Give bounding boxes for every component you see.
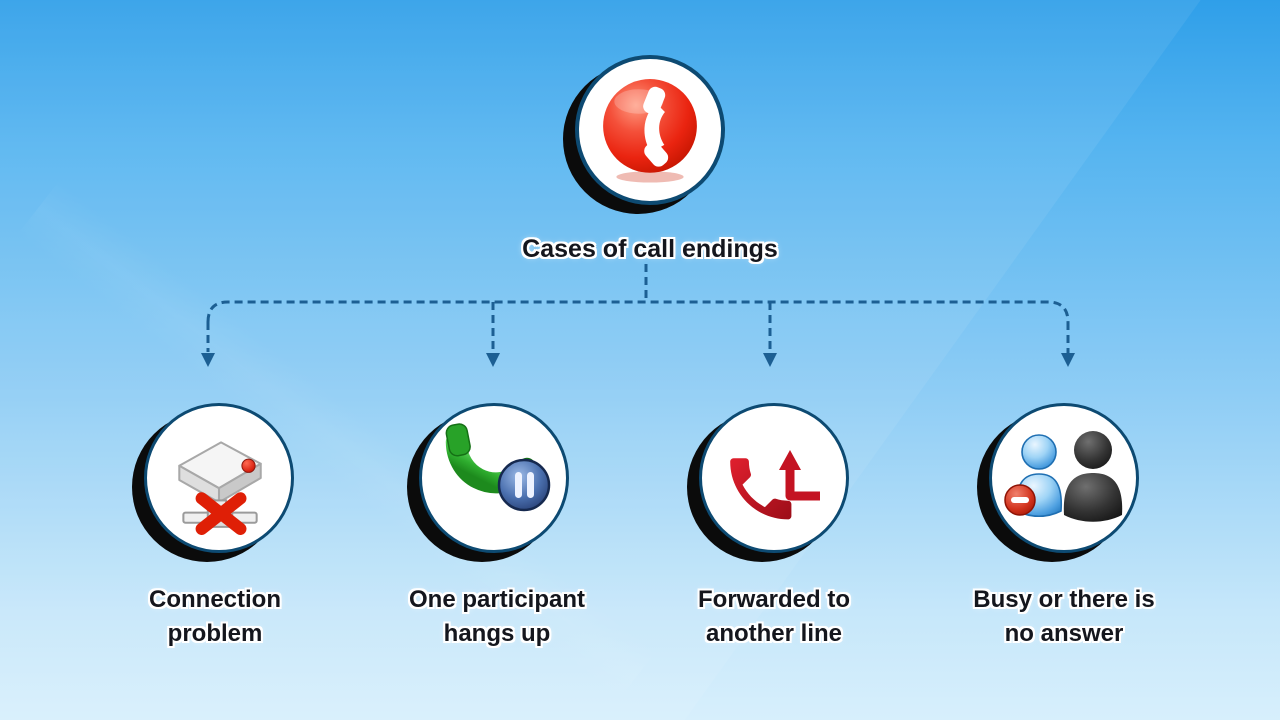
diagram-title: Cases of call endings xyxy=(522,235,778,263)
node-label-participant-hangs-up: One participant hangs up xyxy=(409,583,585,651)
label-line: another line xyxy=(705,620,843,647)
label-line: hangs up xyxy=(443,620,551,647)
arrowhead-icon xyxy=(763,353,777,367)
arrowhead-icon xyxy=(201,353,215,367)
busy-contacts-icon xyxy=(1004,431,1123,522)
node-busy-no-answer xyxy=(989,403,1139,553)
root-node-call-endings xyxy=(575,55,725,205)
label-line: Busy or there is xyxy=(973,586,1155,613)
node-participant-hangs-up xyxy=(419,403,569,553)
node-label-forwarded-another-line: Forwarded to another line xyxy=(698,583,850,651)
node-forwarded-another-line xyxy=(699,403,849,553)
network-drive-error-icon xyxy=(178,441,262,535)
red-phone-forward-icon xyxy=(730,450,820,520)
label-line: One participant xyxy=(408,586,586,613)
green-phone-pause-icon xyxy=(445,423,551,512)
node-connection-problem xyxy=(144,403,294,553)
node-label-connection-problem: Connection problem xyxy=(149,583,281,651)
node-label-busy-no-answer: Busy or there is no answer xyxy=(973,583,1154,651)
red-phone-sphere-icon xyxy=(603,79,697,183)
label-line: no answer xyxy=(1004,620,1124,647)
arrowhead-icon xyxy=(486,353,500,367)
arrowhead-icon xyxy=(1061,353,1075,367)
label-line: problem xyxy=(167,620,263,647)
label-line: Forwarded to xyxy=(697,586,851,613)
label-line: Connection xyxy=(149,586,281,613)
